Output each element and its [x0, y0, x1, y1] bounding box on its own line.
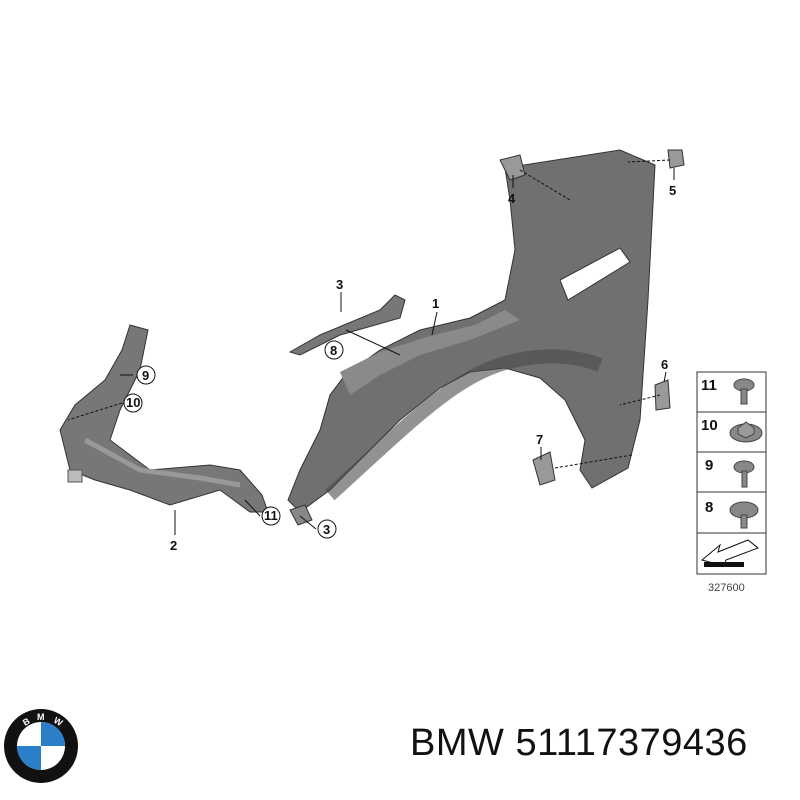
callout-9: 9	[142, 368, 149, 383]
callout-10: 10	[126, 395, 140, 410]
upper-bracket-part	[288, 294, 406, 356]
parts-diagram: 1 2 3 3 4 5 6 7 8 9 10 11 11 10 9 8	[59, 149, 767, 575]
callout-circle-11	[261, 506, 281, 526]
legend-number-11: 11	[701, 377, 717, 394]
clip-6	[654, 379, 671, 411]
part-number: 51117379436	[515, 722, 748, 764]
bmw-logo: B M W	[4, 709, 78, 783]
clip-4	[499, 154, 526, 181]
bracket-part	[59, 324, 269, 513]
callout-circle-3	[317, 519, 337, 539]
fastener-legend: 11 10 9 8	[696, 371, 767, 575]
legend-number-9: 9	[705, 457, 713, 474]
part-caption: BMW 51117379436	[410, 722, 748, 765]
legend-number-8: 8	[705, 499, 713, 516]
clip-7	[532, 451, 556, 486]
flange-nut-icon	[729, 421, 763, 443]
screw-with-washer-icon	[733, 378, 755, 405]
svg-text:B: B	[21, 716, 32, 728]
direction-arrow-icon	[700, 539, 759, 567]
callout-6: 6	[661, 357, 668, 372]
callout-circle-8	[324, 340, 344, 360]
callout-circle-10	[123, 393, 143, 413]
callout-11: 11	[264, 508, 278, 523]
hex-bolt-icon	[733, 460, 755, 488]
callout-circle-9	[136, 365, 156, 385]
svg-text:M: M	[37, 712, 45, 722]
callout-3b: 3	[323, 522, 330, 537]
callout-1: 1	[432, 296, 439, 311]
callout-7: 7	[536, 432, 543, 447]
leader-lines	[67, 159, 675, 535]
callout-8: 8	[330, 343, 337, 358]
clip-5	[667, 149, 685, 169]
lower-bracket-part	[289, 504, 313, 526]
brand-name: BMW	[410, 722, 505, 764]
callout-2: 2	[170, 538, 177, 553]
hex-bolt-with-washer-icon	[729, 501, 759, 529]
callout-4: 4	[508, 191, 516, 206]
callout-3: 3	[336, 277, 343, 292]
fender-part	[287, 149, 656, 513]
callout-5: 5	[669, 183, 676, 198]
legend-number-10: 10	[701, 417, 718, 434]
diagram-id: 327600	[708, 582, 745, 594]
